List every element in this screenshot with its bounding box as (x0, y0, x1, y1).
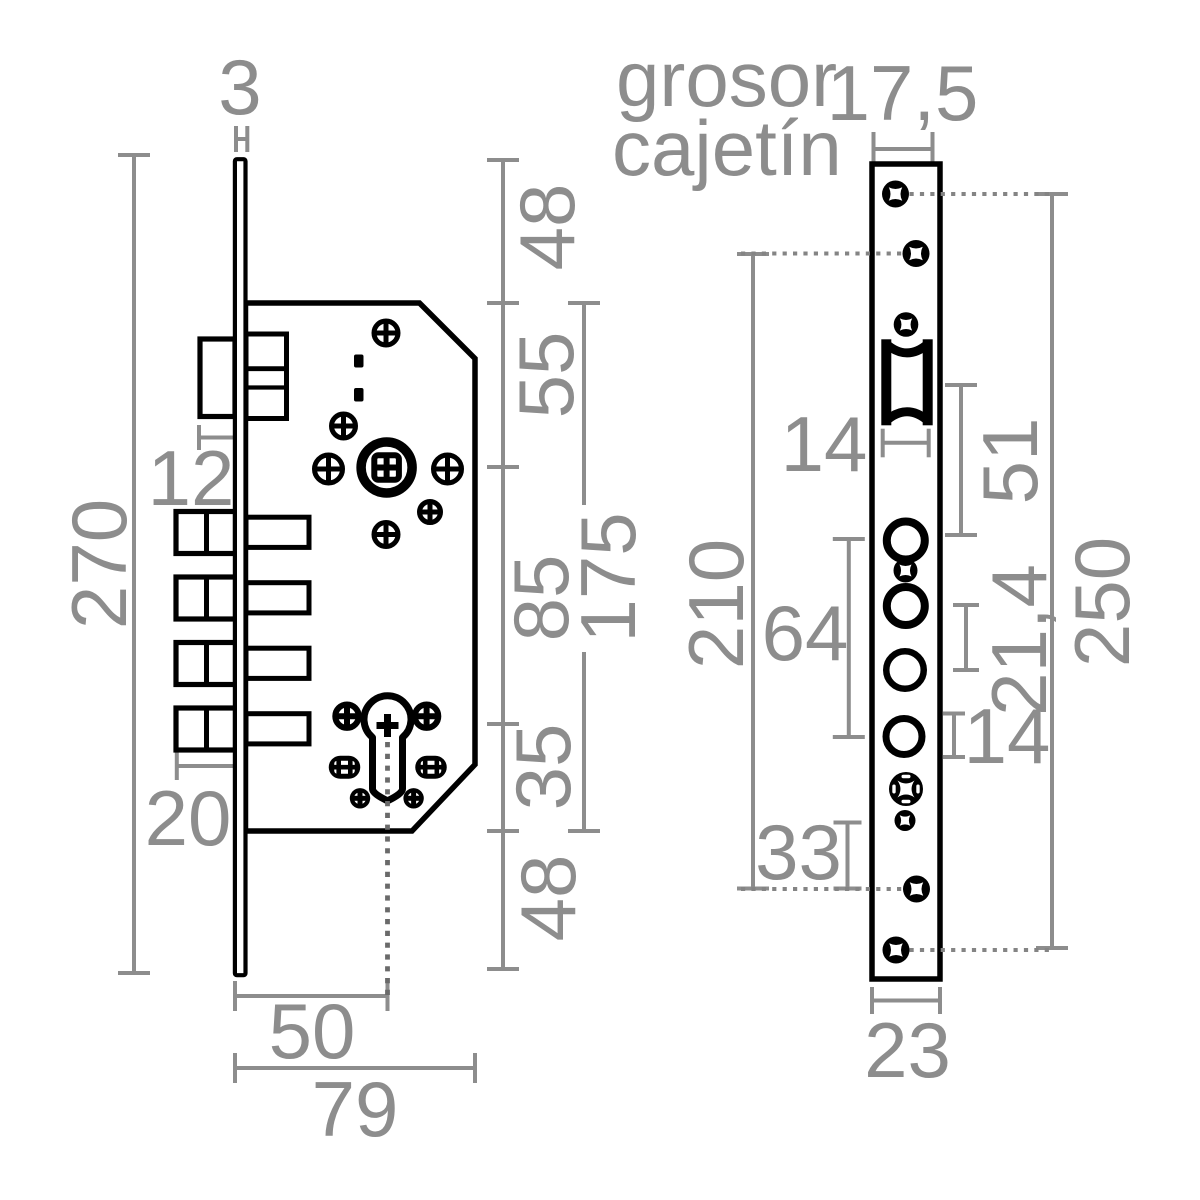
svg-text:35: 35 (499, 724, 587, 811)
svg-text:210: 210 (672, 539, 760, 669)
svg-text:20: 20 (145, 774, 232, 862)
svg-text:33: 33 (755, 808, 842, 896)
svg-text:50: 50 (269, 987, 356, 1075)
svg-text:21,4: 21,4 (975, 564, 1063, 716)
svg-text:79: 79 (312, 1065, 399, 1153)
svg-text:grosor: grosor (616, 35, 837, 123)
svg-text:17,5: 17,5 (827, 49, 979, 137)
svg-text:64: 64 (762, 589, 849, 677)
svg-text:12: 12 (148, 434, 235, 522)
svg-text:51: 51 (966, 418, 1054, 505)
svg-text:175: 175 (564, 512, 652, 642)
svg-text:250: 250 (1058, 537, 1146, 667)
svg-text:85: 85 (497, 555, 585, 642)
svg-text:3: 3 (218, 43, 261, 131)
svg-text:270: 270 (55, 499, 143, 629)
svg-text:23: 23 (864, 1006, 951, 1094)
svg-text:14: 14 (964, 692, 1051, 780)
svg-text:48: 48 (503, 184, 591, 271)
svg-text:48: 48 (504, 855, 592, 942)
svg-text:cajetín: cajetín (612, 104, 842, 192)
svg-text:14: 14 (781, 400, 868, 488)
svg-text:55: 55 (502, 332, 590, 419)
